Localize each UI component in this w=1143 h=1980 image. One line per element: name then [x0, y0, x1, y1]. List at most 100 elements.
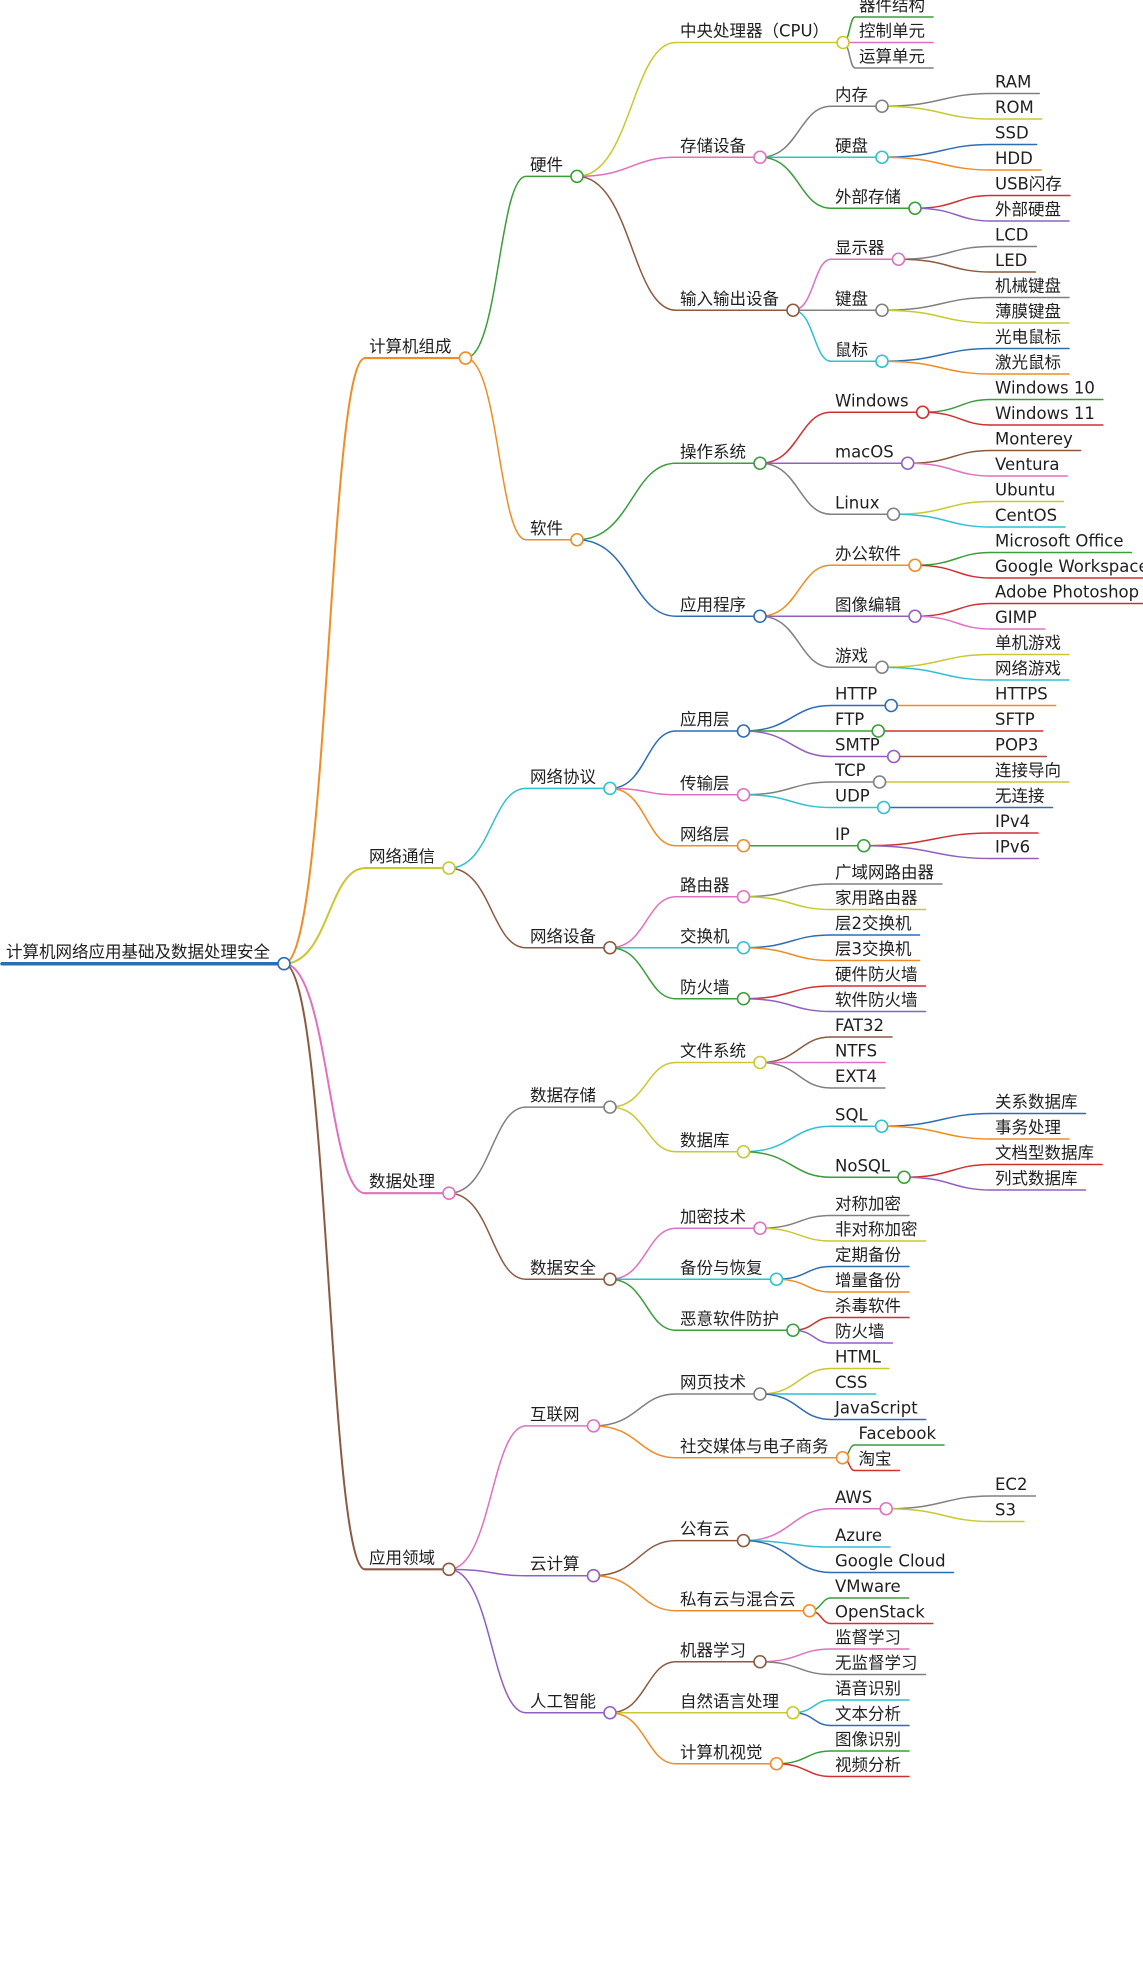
expand-toggle-icon[interactable] [586, 1419, 601, 1433]
expand-toggle-icon[interactable] [736, 940, 751, 955]
node-aws[interactable]: AWS [830, 1488, 893, 1516]
node-facebook[interactable]: Facebook [853, 1424, 945, 1446]
expand-toggle-icon[interactable] [753, 1387, 767, 1401]
node-网络协议[interactable]: 网络协议 [525, 767, 617, 796]
node-机器学习[interactable]: 机器学习 [675, 1641, 767, 1669]
node-自然语言处理[interactable]: 自然语言处理 [675, 1692, 800, 1720]
node-人工智能[interactable]: 人工智能 [525, 1692, 617, 1720]
node-usb闪存[interactable]: USB闪存 [990, 175, 1071, 197]
node-文件系统[interactable]: 文件系统 [675, 1042, 767, 1070]
node-事务处理[interactable]: 事务处理 [990, 1118, 1070, 1140]
node-内存[interactable]: 内存 [830, 85, 889, 114]
expand-toggle-icon[interactable] [277, 956, 291, 971]
expand-toggle-icon[interactable] [736, 991, 751, 1006]
expand-toggle-icon[interactable] [786, 1705, 800, 1720]
node-数据存储[interactable]: 数据存储 [525, 1086, 617, 1114]
node-监督学习[interactable]: 监督学习 [830, 1628, 910, 1650]
node-数据库[interactable]: 数据库 [675, 1131, 751, 1159]
node-网络设备[interactable]: 网络设备 [525, 927, 617, 955]
expand-toggle-icon[interactable] [802, 1603, 817, 1618]
node-计算机组成[interactable]: 计算机组成 [363, 337, 473, 365]
expand-toggle-icon[interactable] [586, 1568, 601, 1583]
node-计算机视觉[interactable]: 计算机视觉 [675, 1743, 784, 1771]
expand-toggle-icon[interactable] [836, 35, 850, 50]
node-路由器[interactable]: 路由器 [675, 876, 751, 904]
expand-toggle-icon[interactable] [875, 99, 889, 114]
node-私有云与混合云[interactable]: 私有云与混合云 [675, 1590, 817, 1618]
node-公有云[interactable]: 公有云 [675, 1520, 751, 1548]
node-网络通信[interactable]: 网络通信 [363, 847, 456, 875]
node-sftp[interactable]: SFTP [990, 710, 1044, 732]
expand-toggle-icon[interactable] [769, 1272, 784, 1287]
node-互联网[interactable]: 互联网 [525, 1405, 601, 1433]
node-无连接[interactable]: 无连接 [990, 787, 1054, 809]
expand-toggle-icon[interactable] [603, 1705, 617, 1720]
node-css[interactable]: CSS [830, 1373, 877, 1395]
node-输入输出设备[interactable]: 输入输出设备 [675, 289, 800, 318]
node-应用层[interactable]: 应用层 [675, 710, 751, 738]
node-google-workspace[interactable]: Google Workspace [990, 557, 1143, 579]
expand-toggle-icon[interactable] [458, 351, 473, 365]
expand-toggle-icon[interactable] [915, 405, 930, 420]
node-s3[interactable]: S3 [990, 1501, 1025, 1523]
node-ec2[interactable]: EC2 [990, 1475, 1037, 1497]
node-视频分析[interactable]: 视频分析 [830, 1756, 910, 1778]
node-关系数据库[interactable]: 关系数据库 [990, 1093, 1087, 1115]
node-ipv6[interactable]: IPv6 [990, 838, 1039, 860]
node-nosql[interactable]: NoSQL [830, 1156, 911, 1185]
node-控制单元[interactable]: 控制单元 [854, 22, 934, 44]
expand-toggle-icon[interactable] [835, 1450, 850, 1465]
node-网页技术[interactable]: 网页技术 [675, 1373, 767, 1401]
node-运算单元[interactable]: 运算单元 [854, 47, 934, 69]
node-防火墙[interactable]: 防火墙 [675, 978, 751, 1006]
node-文档型数据库[interactable]: 文档型数据库 [990, 1144, 1103, 1166]
node-网络层[interactable]: 网络层 [675, 825, 751, 853]
node-windows-11[interactable]: Windows 11 [990, 404, 1104, 426]
node-应用领域[interactable]: 应用领域 [363, 1548, 456, 1577]
node-外部存储[interactable]: 外部存储 [830, 187, 922, 216]
expand-toggle-icon[interactable] [736, 1533, 751, 1548]
node-google-cloud[interactable]: Google Cloud [830, 1552, 955, 1574]
expand-toggle-icon[interactable] [753, 1221, 767, 1236]
node-鼠标[interactable]: 鼠标 [830, 340, 889, 369]
node-恶意软件防护[interactable]: 恶意软件防护 [675, 1309, 800, 1338]
node-机械键盘[interactable]: 机械键盘 [990, 277, 1070, 299]
expand-toggle-icon[interactable] [570, 532, 584, 547]
expand-toggle-icon[interactable] [753, 456, 767, 471]
node-http[interactable]: HTTP [830, 685, 899, 713]
expand-toggle-icon[interactable] [603, 1100, 617, 1114]
expand-toggle-icon[interactable] [603, 1272, 617, 1287]
node-ram[interactable]: RAM [990, 73, 1041, 95]
expand-toggle-icon[interactable] [442, 1562, 456, 1577]
expand-toggle-icon[interactable] [736, 889, 751, 904]
node-应用程序[interactable]: 应用程序 [675, 595, 767, 624]
node-adobe-photoshop[interactable]: Adobe Photoshop [990, 583, 1143, 605]
expand-toggle-icon[interactable] [875, 150, 889, 165]
node-显示器[interactable]: 显示器 [830, 238, 906, 267]
expand-toggle-icon[interactable] [875, 303, 889, 318]
node-列式数据库[interactable]: 列式数据库 [990, 1169, 1087, 1191]
node-rom[interactable]: ROM [990, 98, 1043, 120]
node-sql[interactable]: SQL [830, 1105, 889, 1134]
node-广域网路由器[interactable]: 广域网路由器 [830, 863, 943, 885]
node-网络游戏[interactable]: 网络游戏 [990, 659, 1070, 681]
expand-toggle-icon[interactable] [753, 1654, 767, 1669]
expand-toggle-icon[interactable] [786, 1323, 800, 1338]
expand-toggle-icon[interactable] [874, 1119, 889, 1134]
node-无监督学习[interactable]: 无监督学习 [830, 1654, 927, 1676]
expand-toggle-icon[interactable] [872, 775, 887, 789]
node-连接导向[interactable]: 连接导向 [990, 761, 1070, 783]
expand-toggle-icon[interactable] [884, 698, 899, 713]
node-数据处理[interactable]: 数据处理 [363, 1172, 456, 1200]
node-smtp[interactable]: SMTP [830, 736, 901, 764]
node-ntfs[interactable]: NTFS [830, 1042, 886, 1064]
node-单机游戏[interactable]: 单机游戏 [990, 634, 1070, 656]
node-html[interactable]: HTML [830, 1348, 890, 1370]
node-monterey[interactable]: Monterey [990, 430, 1082, 452]
expand-toggle-icon[interactable] [886, 507, 901, 522]
expand-toggle-icon[interactable] [603, 781, 617, 796]
node-外部硬盘[interactable]: 外部硬盘 [990, 200, 1070, 222]
node-azure[interactable]: Azure [830, 1526, 891, 1548]
node-游戏[interactable]: 游戏 [830, 646, 889, 675]
expand-toggle-icon[interactable] [886, 749, 901, 764]
